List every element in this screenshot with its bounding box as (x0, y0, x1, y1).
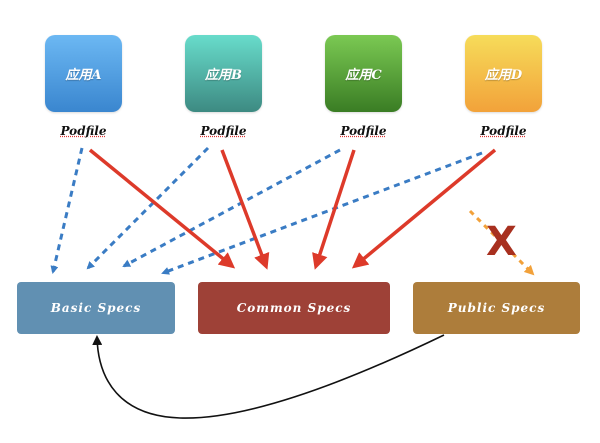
app-a-label: 应用A (65, 68, 102, 83)
podfile-a: Podfile (60, 124, 107, 138)
podfile-b: Podfile (200, 124, 247, 138)
podfile-c: Podfile (340, 124, 387, 138)
basic-specs-label: Basic Specs (50, 301, 142, 315)
public-specs-label: Public Specs (447, 301, 546, 315)
arrow-public-to-basic (92, 334, 445, 419)
common-specs-label: Common Specs (236, 301, 352, 315)
arrow-d-to-common (351, 148, 497, 269)
app-c-box: 应用C (325, 35, 402, 112)
arrow-b-to-common (220, 149, 270, 270)
arrow-a-to-basic (50, 147, 84, 274)
public-specs-box: Public Specs (413, 282, 580, 334)
arrow-c-to-common (312, 149, 356, 270)
basic-specs-box: Basic Specs (17, 282, 175, 334)
arrow-blocked-to-public (468, 209, 535, 276)
app-d-box: 应用D (465, 35, 542, 112)
blocked-x-mark: X (486, 219, 517, 265)
app-b-label: 应用B (205, 68, 242, 83)
arrow-a-to-common (88, 148, 236, 269)
arrow-c-to-basic (122, 148, 341, 268)
arrow-d-to-basic (161, 151, 483, 275)
podfile-d: Podfile (480, 124, 527, 138)
app-d-label: 应用D (484, 68, 523, 83)
app-a-box: 应用A (45, 35, 122, 112)
arrow-b-to-basic (86, 146, 210, 270)
app-c-label: 应用C (345, 68, 382, 83)
app-b-box: 应用B (185, 35, 262, 112)
common-specs-box: Common Specs (198, 282, 390, 334)
